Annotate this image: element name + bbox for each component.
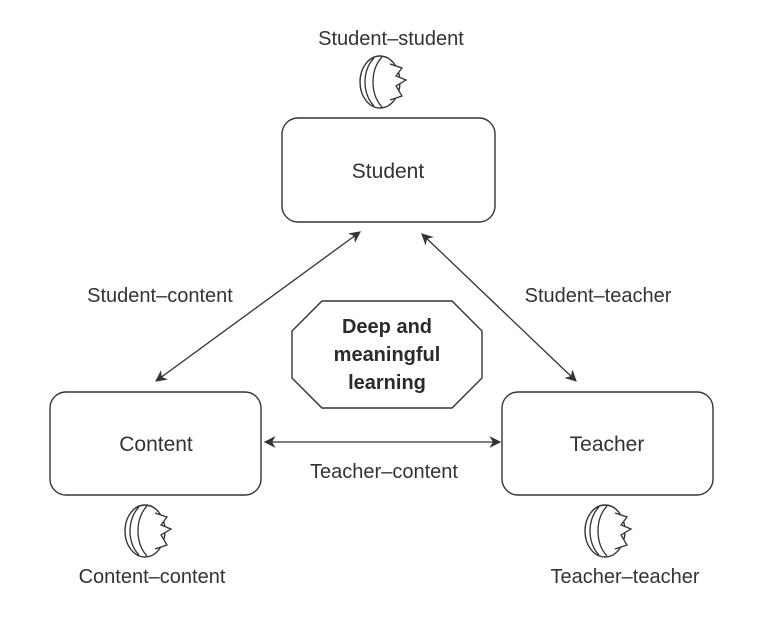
center-line-2: meaningful	[334, 344, 441, 366]
center-line-1: Deep and	[342, 316, 432, 338]
content-loop-icon	[124, 504, 172, 558]
edge-label-teacher-content: Teacher–content	[310, 461, 458, 483]
center-line-3: learning	[348, 372, 426, 394]
node-content: Content	[49, 391, 262, 496]
node-teacher-label: Teacher	[570, 433, 645, 456]
loop-label-teacher-teacher: Teacher–teacher	[551, 566, 700, 588]
node-content-label: Content	[119, 433, 193, 456]
student-loop-icon	[359, 55, 407, 109]
node-teacher: Teacher	[501, 391, 714, 496]
teacher-loop-icon	[584, 504, 632, 558]
loop-label-student-student: Student–student	[318, 28, 464, 50]
node-student-label: Student	[352, 160, 425, 183]
edge-label-student-teacher: Student–teacher	[525, 285, 672, 307]
loop-label-content-content: Content–content	[79, 566, 226, 588]
center-badge: Deep and meaningful learning	[291, 300, 483, 409]
edge-label-student-content: Student–content	[87, 285, 233, 307]
arrow-student-content	[155, 231, 361, 382]
node-student: Student	[281, 117, 496, 223]
arrow-student-teacher	[421, 233, 577, 382]
